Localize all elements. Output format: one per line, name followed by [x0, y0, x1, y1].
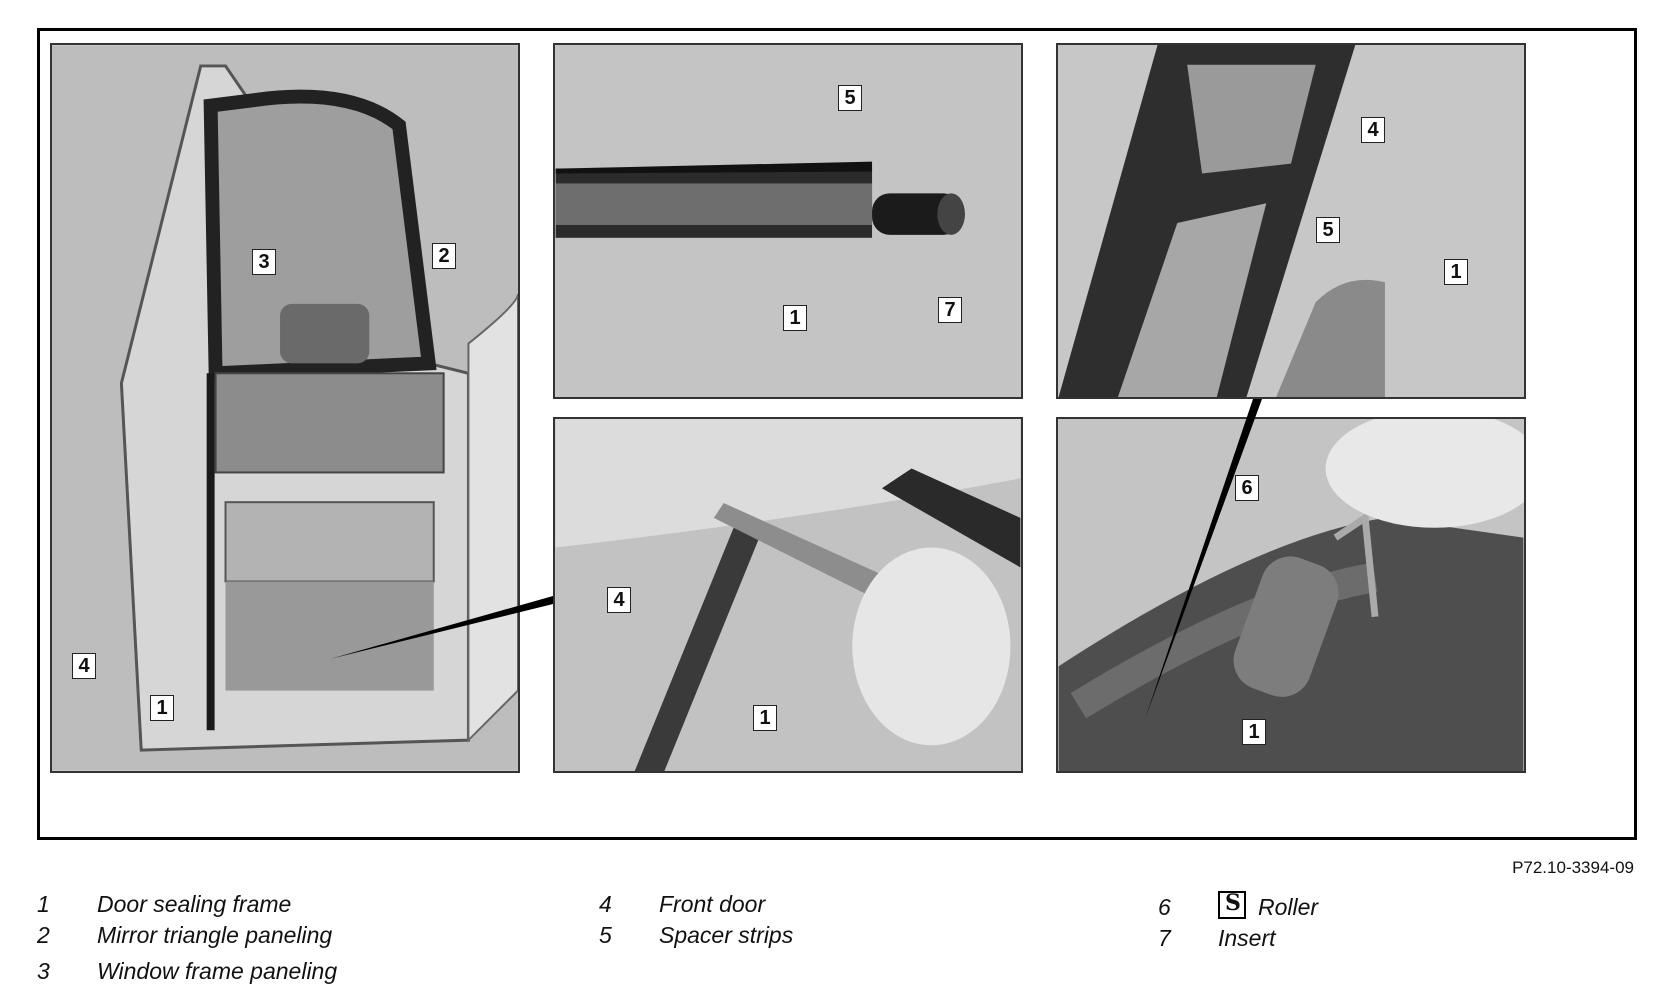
callout-pry-1: 1: [753, 705, 777, 731]
panel-seal-section: 5 1 7: [553, 43, 1023, 399]
seal-section-illustration: [555, 45, 1021, 397]
figure-id: P72.10-3394-09: [1512, 858, 1634, 877]
pry-illustration: [555, 419, 1021, 771]
special-tool-icon: [1218, 890, 1246, 919]
callout-pillar-5: 5: [1316, 217, 1340, 243]
panel-pry: 4 1: [553, 417, 1023, 773]
callout-door-3: 3: [252, 249, 276, 275]
pillar-illustration: [1058, 45, 1524, 397]
callout-roller-1: 1: [1242, 719, 1266, 745]
callout-section-5: 5: [838, 85, 862, 111]
callout-section-1: 1: [783, 305, 807, 331]
callout-door-2: 2: [432, 243, 456, 269]
callout-section-7: 7: [938, 297, 962, 323]
callout-pillar-1: 1: [1444, 259, 1468, 285]
callout-door-1: 1: [150, 695, 174, 721]
panel-pillar: 4 5 1: [1056, 43, 1526, 399]
callout-roller-6: 6: [1235, 475, 1259, 501]
callout-pry-4: 4: [607, 587, 631, 613]
callout-door-4: 4: [72, 653, 96, 679]
callout-pillar-4: 4: [1361, 117, 1385, 143]
panel-roller: 6 1: [1056, 417, 1526, 773]
door-illustration: [52, 46, 518, 770]
panel-door-overview: 3 2 4 1: [50, 43, 520, 773]
figure-frame: 3 2 4 1 5 1 7 4 5 1: [37, 28, 1637, 840]
legend-item-6: 6Roller: [1158, 890, 1318, 921]
roller-illustration: [1058, 419, 1524, 771]
